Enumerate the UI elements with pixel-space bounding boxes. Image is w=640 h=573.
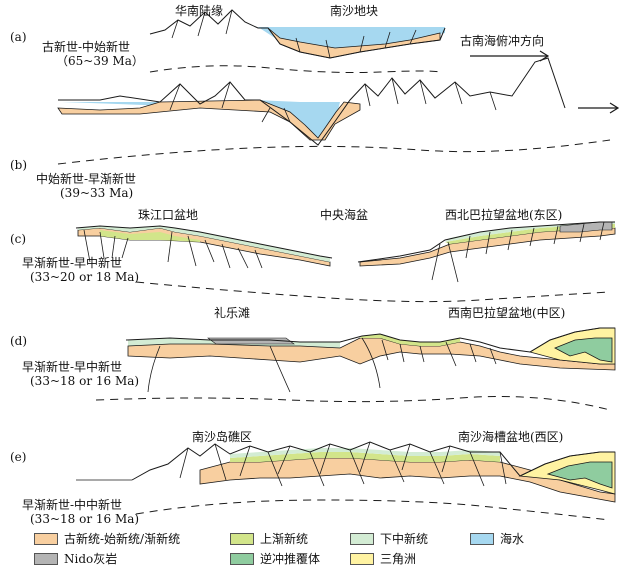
panel-d-place-sw-palawan: 西南巴拉望盆地(中区) — [448, 306, 566, 320]
panel-c-period: 早渐新世-早中新世 — [22, 256, 123, 270]
legend-item-nido-limestone: Nido灰岩 — [34, 550, 117, 567]
panel-b-tag: (b) — [10, 158, 28, 172]
legend-label: 逆冲推覆体 — [260, 552, 321, 566]
panel-c-place-nw-palawan: 西北巴拉望盆地(东区) — [445, 208, 563, 222]
panel-a-surface — [149, 9, 446, 59]
panel-a-direction-arrow — [470, 50, 550, 62]
panel-b-age: (39~33 Ma) — [60, 186, 134, 200]
panel-d-upper-oligo — [360, 334, 460, 346]
panel-d-age: (33~18 or 16 Ma) — [30, 374, 140, 388]
panel-e-section — [76, 441, 616, 521]
legend-label: 三角洲 — [380, 552, 417, 566]
panel-a-tag: (a) — [10, 30, 27, 44]
panel-c-section — [75, 221, 616, 303]
legend-swatch — [34, 532, 58, 545]
legend-label: Nido灰岩 — [64, 552, 118, 566]
panel-a-period: 古新世-中始新世 — [42, 40, 131, 54]
panel-c-left-surface — [75, 225, 333, 259]
legend-item-paleogene: 古新统-始新统/渐新统 — [34, 530, 180, 547]
panel-d-thrust — [554, 337, 613, 363]
legend-item-lower-miocene: 下中新统 — [350, 530, 428, 547]
legend-item-upper-oligocene: 上渐新统 — [230, 530, 308, 547]
legend-item-seawater: 海水 — [470, 530, 524, 547]
panel-a-direction-label: 古南海俯冲方向 — [460, 34, 545, 48]
panel-a-age: （65~39 Ma） — [56, 54, 144, 68]
panel-e-faults — [179, 441, 507, 487]
legend-swatch — [350, 552, 374, 565]
legend-label: 海水 — [500, 532, 525, 546]
panel-c-right-faults — [431, 221, 605, 283]
panel-b-period: 中始新世-早渐新世 — [36, 172, 137, 186]
panel-c-right-surface — [357, 221, 615, 263]
panel-d-place-reed-bank: 礼乐滩 — [214, 306, 251, 320]
panel-e-moho — [135, 499, 611, 521]
panel-c-left-upper-oligo — [100, 230, 200, 242]
panel-b-moho — [57, 139, 611, 165]
panel-c-left-faults — [83, 229, 263, 269]
panel-a-moho — [149, 65, 441, 73]
panel-d-faults — [147, 337, 497, 393]
panel-c-tag: (c) — [10, 232, 27, 246]
panel-d-period: 早渐新世-早中新世 — [22, 360, 123, 374]
panel-b-section — [57, 57, 620, 165]
panel-d-moho — [95, 396, 611, 411]
panel-c-age: (33~20 or 18 Ma) — [30, 270, 140, 284]
legend-swatch — [470, 532, 494, 545]
panel-d-section — [95, 327, 616, 411]
panel-a-place-south-china: 华南陆缘 — [175, 4, 224, 18]
panel-b-faults — [169, 77, 497, 123]
panel-d-surface — [125, 327, 615, 353]
panel-c-place-central-basin: 中央海盆 — [320, 208, 369, 222]
legend-swatch — [350, 532, 374, 545]
legend-label: 下中新统 — [380, 532, 429, 546]
panel-e-place-nansha-islands: 南沙岛礁区 — [192, 430, 253, 444]
panel-e-cover — [230, 448, 500, 458]
panel-e-thrust — [546, 461, 613, 489]
panel-e-tag: (e) — [10, 450, 27, 464]
legend-swatch — [230, 552, 254, 565]
panel-e-place-nansha-trough: 南沙海槽盆地(西区) — [458, 430, 564, 444]
panel-b-arrow — [578, 102, 620, 114]
legend-item-thrust-nappe: 逆冲推覆体 — [230, 550, 320, 567]
legend-swatch — [230, 532, 254, 545]
panel-e-age: (33~18 or 16 Ma) — [30, 512, 140, 526]
legend: 古新统-始新统/渐新统 上渐新统 下中新统 海水 Nido灰岩 逆冲推覆体 三角… — [34, 528, 634, 570]
legend-label: 上渐新统 — [260, 532, 309, 546]
panel-a-place-nansha-block: 南沙地块 — [330, 4, 379, 18]
panel-c-moho — [135, 281, 611, 303]
panel-a-faults — [171, 9, 417, 59]
panel-c-place-pearl-river: 珠江口盆地 — [138, 208, 199, 222]
panel-d-tag: (d) — [10, 334, 28, 348]
panel-b-surface — [58, 57, 566, 146]
legend-item-delta: 三角洲 — [350, 550, 416, 567]
legend-swatch — [34, 552, 58, 565]
panel-e-period: 早渐新世-中中新世 — [22, 498, 123, 512]
legend-label: 古新统-始新统/渐新统 — [64, 532, 181, 546]
